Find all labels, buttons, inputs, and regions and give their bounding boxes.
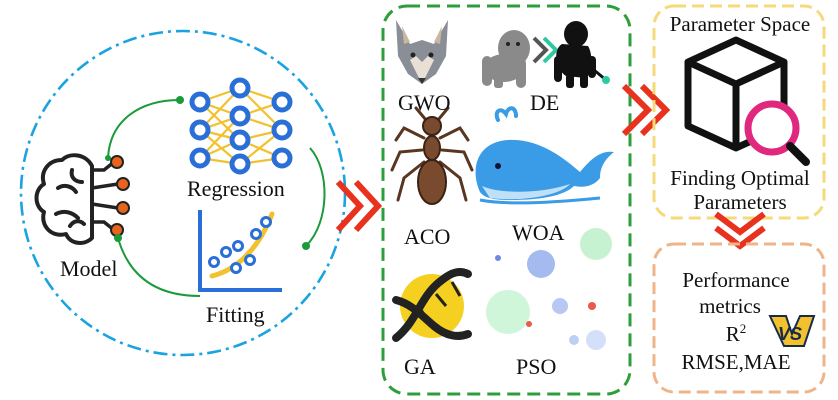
- parameter-space-box: [652, 4, 826, 220]
- fitting-plot-icon: [198, 210, 282, 292]
- parameter-space-title: Parameter Space: [669, 12, 811, 36]
- pso-label: PSO: [516, 354, 557, 379]
- arrow-to-metrics: [714, 211, 766, 250]
- connector-model-regression: [107, 99, 181, 159]
- connector-regression-fitting: [305, 147, 326, 247]
- metrics-label: metrics: [699, 294, 761, 318]
- metrics-box: [652, 242, 826, 394]
- finding-optimal-label: Finding Optimal: [670, 166, 810, 190]
- parameters-label: Parameters: [693, 190, 787, 214]
- vs-badge-text: VS: [778, 324, 802, 344]
- pso-particles-icon: [486, 228, 612, 350]
- ant-icon: [390, 106, 474, 205]
- connector-model-fitting: [117, 237, 201, 297]
- regression-label: Regression: [187, 176, 285, 201]
- arrow-icon: [532, 36, 559, 64]
- brain-icon: [34, 153, 94, 245]
- dna-icon: [392, 268, 472, 342]
- gorilla-icon: [482, 30, 530, 88]
- arrow-to-parameter-space: [621, 83, 671, 137]
- r-exponent: 2: [739, 321, 747, 336]
- fitting-label: Fitting: [206, 302, 265, 327]
- aco-label: ACO: [404, 224, 451, 249]
- model-boundary-circle: [19, 29, 347, 357]
- rmse-mae-label: RMSE,MAE: [681, 350, 791, 374]
- whale-icon: [475, 106, 614, 205]
- algorithms-box: [381, 4, 632, 396]
- r-squared-label: R2: [725, 321, 747, 346]
- arrow-to-algorithms: [335, 179, 383, 233]
- woa-label: WOA: [512, 220, 565, 245]
- magnifier-icon: [744, 100, 810, 166]
- performance-label: Performance: [682, 268, 790, 292]
- vs-badge-icon: VS: [768, 315, 816, 347]
- gwo-label: GWO: [398, 90, 451, 115]
- brain-circuit-icon: [90, 155, 130, 237]
- r-symbol: R: [725, 322, 740, 346]
- model-label: Model: [60, 256, 118, 281]
- de-label: DE: [530, 90, 560, 115]
- wolf-icon: [396, 20, 448, 84]
- neural-network-icon: [189, 77, 293, 175]
- ga-label: GA: [404, 354, 436, 379]
- gorilla-mutated-icon: [554, 21, 610, 88]
